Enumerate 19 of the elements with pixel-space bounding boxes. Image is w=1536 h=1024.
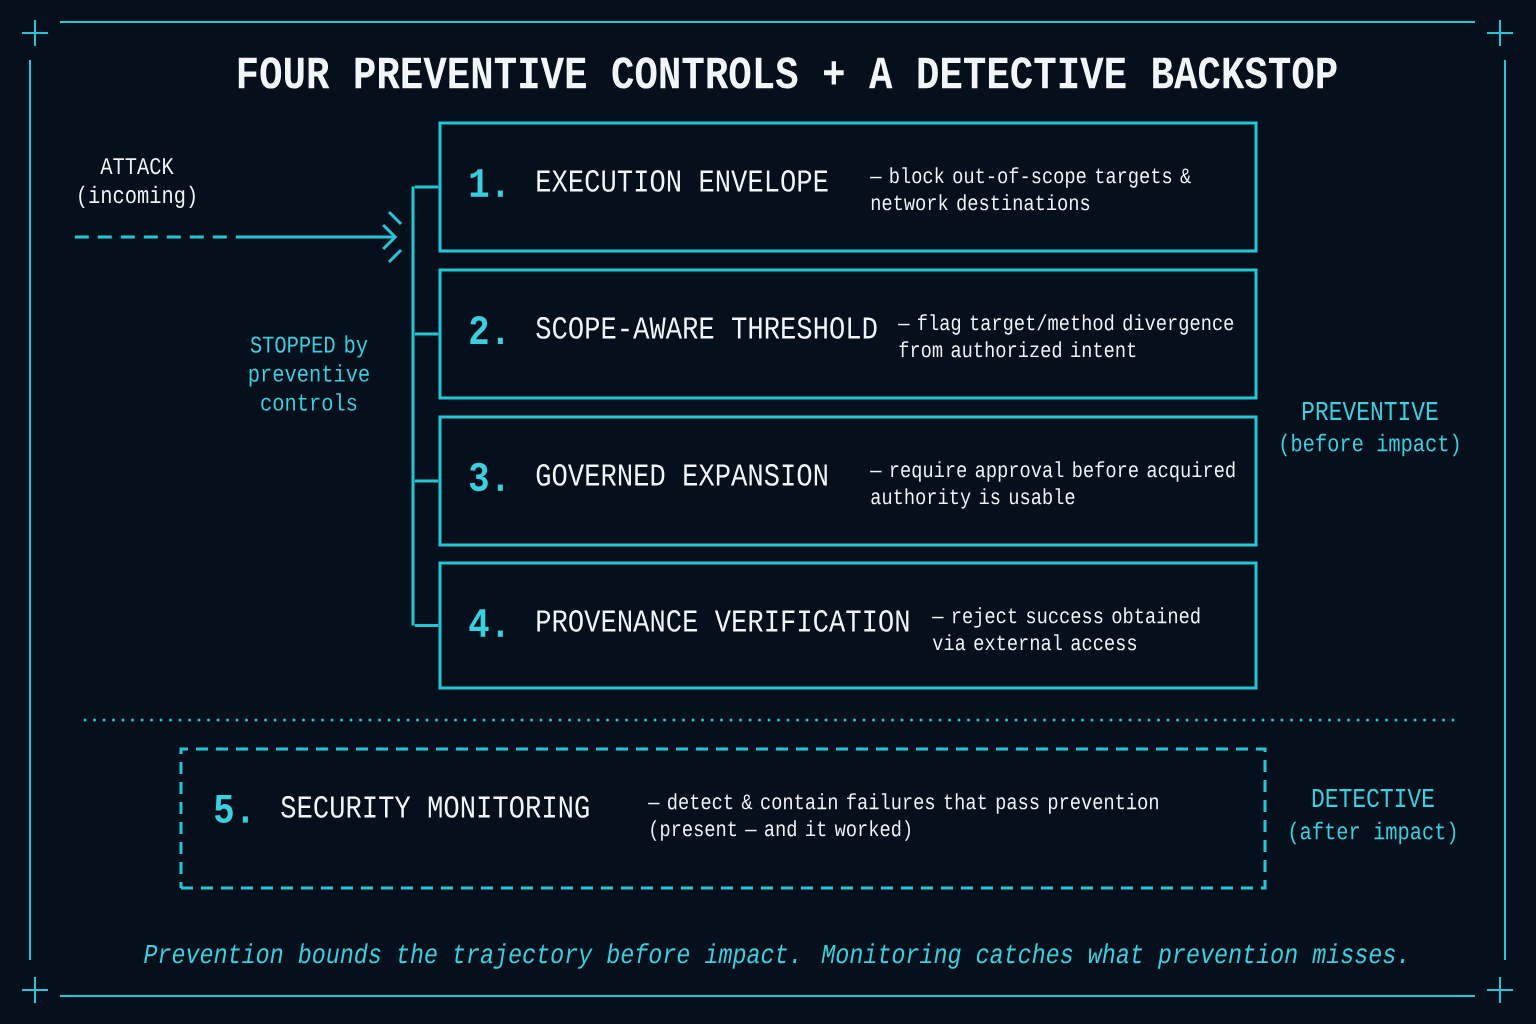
bracket-bar [411,186,415,626]
control-box: 3. GOVERNED EXPANSION — require approval before acquired authority is usable [438,415,1258,547]
control-box: 5. SECURITY MONITORING — detect & contain failures that pass prevention (present — and it worked) [179,747,1267,890]
side-note: STOPPED by preventive controls [249,335,369,411]
connector-line [414,624,439,627]
control-box: 1. EXECUTION ENVELOPE — block out-of-scope targets & network destinations [438,121,1258,253]
zone-label: (after impact) [1290,821,1456,845]
attack-text: ATTACK (incoming) [79,158,195,208]
control-box: 4. PROVENANCE VERIFICATION — reject success obtained via external access [438,561,1258,690]
connector-line [414,332,439,336]
arrow [74,223,398,251]
control-box: 2. SCOPE-AWARE THRESHOLD — flag target/method divergence from authorized intent [438,268,1258,400]
zone-label: PREVENTIVE [1302,402,1438,420]
caption: Prevention bounds the trajectory before impact. Monitoring catches what prevention misses. [144,943,1405,969]
zone-label: DETECTIVE [1312,788,1434,808]
connector-line [414,185,439,189]
connector-line [414,479,439,483]
zone-label: (before impact) [1281,433,1459,457]
title: FOUR PREVENTIVE CONTROLS + A DETECTIVE BACKSTOP [238,57,1337,89]
